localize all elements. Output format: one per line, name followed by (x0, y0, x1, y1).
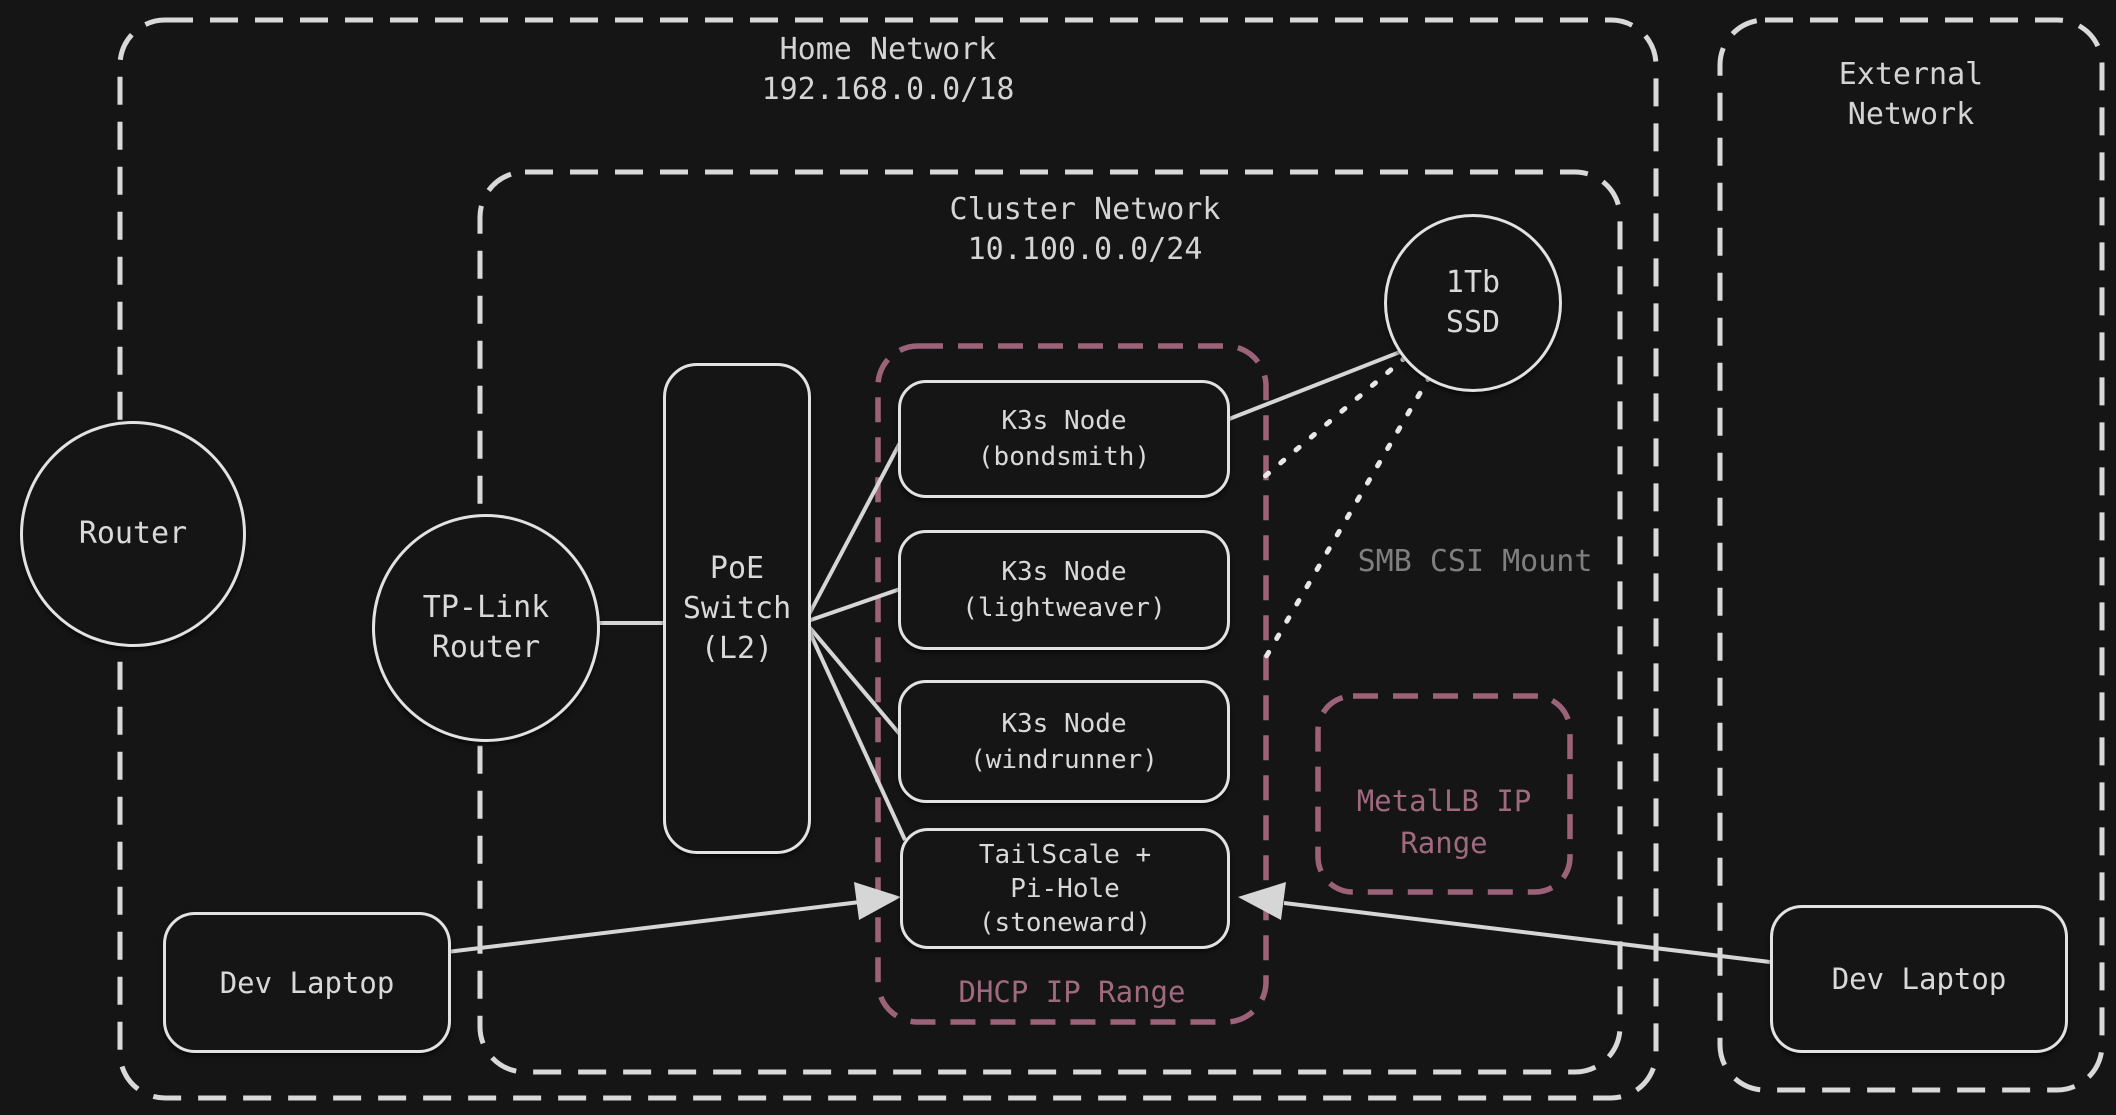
node-router: Router (20, 421, 246, 647)
edge-ssd-smb-mount-1 (1261, 354, 1409, 480)
node-stoneward: TailScale + Pi-Hole (stoneward) (900, 828, 1230, 949)
edge-poe-to-bondsmith (803, 436, 905, 623)
edge-poe-to-stoneward (803, 621, 907, 841)
node-poe-switch: PoE Switch (L2) (663, 363, 811, 854)
dhcp-ip-range-label: DHCP IP Range (958, 975, 1186, 1009)
external-network-boundary (1717, 17, 2105, 1093)
node-k3s-windrunner: K3s Node (windrunner) (898, 680, 1230, 803)
node-k3s-lightweaver: K3s Node (lightweaver) (898, 530, 1230, 650)
edge-poe-to-windrunner (803, 620, 905, 740)
node-dev-laptop-home: Dev Laptop (163, 912, 451, 1053)
node-k3s-bondsmith: K3s Node (bondsmith) (898, 380, 1230, 498)
edge-ssd-to-bondsmith (1223, 350, 1401, 423)
edge-devlaptop-right-to-stoneward (1283, 901, 1771, 964)
arrowhead-right-icon (1238, 882, 1286, 920)
home-network-boundary (117, 17, 1659, 1101)
metallb-ip-range-label: MetalLB IP Range (1356, 784, 1532, 860)
edge-devlaptop-left-to-stoneward (446, 900, 861, 954)
cluster-network-title: Cluster Network 10.100.0.0/24 (949, 192, 1221, 267)
edge-poe-to-lightweaver (804, 586, 904, 624)
node-1tb-ssd: 1Tb SSD (1384, 214, 1562, 392)
external-network-title: External Network (1838, 57, 1984, 132)
metallb-ip-range-boundary (1315, 693, 1573, 895)
smb-csi-mount-label: SMB CSI Mount (1357, 544, 1593, 579)
home-network-title: Home Network 192.168.0.0/18 (761, 32, 1015, 107)
edge-ssd-smb-mount-2 (1260, 373, 1433, 665)
node-dev-laptop-external: Dev Laptop (1770, 905, 2068, 1053)
arrowhead-left-icon (854, 882, 901, 920)
dhcp-ip-range-boundary (875, 343, 1269, 1025)
node-tplink-router: TP-Link Router (372, 514, 600, 742)
